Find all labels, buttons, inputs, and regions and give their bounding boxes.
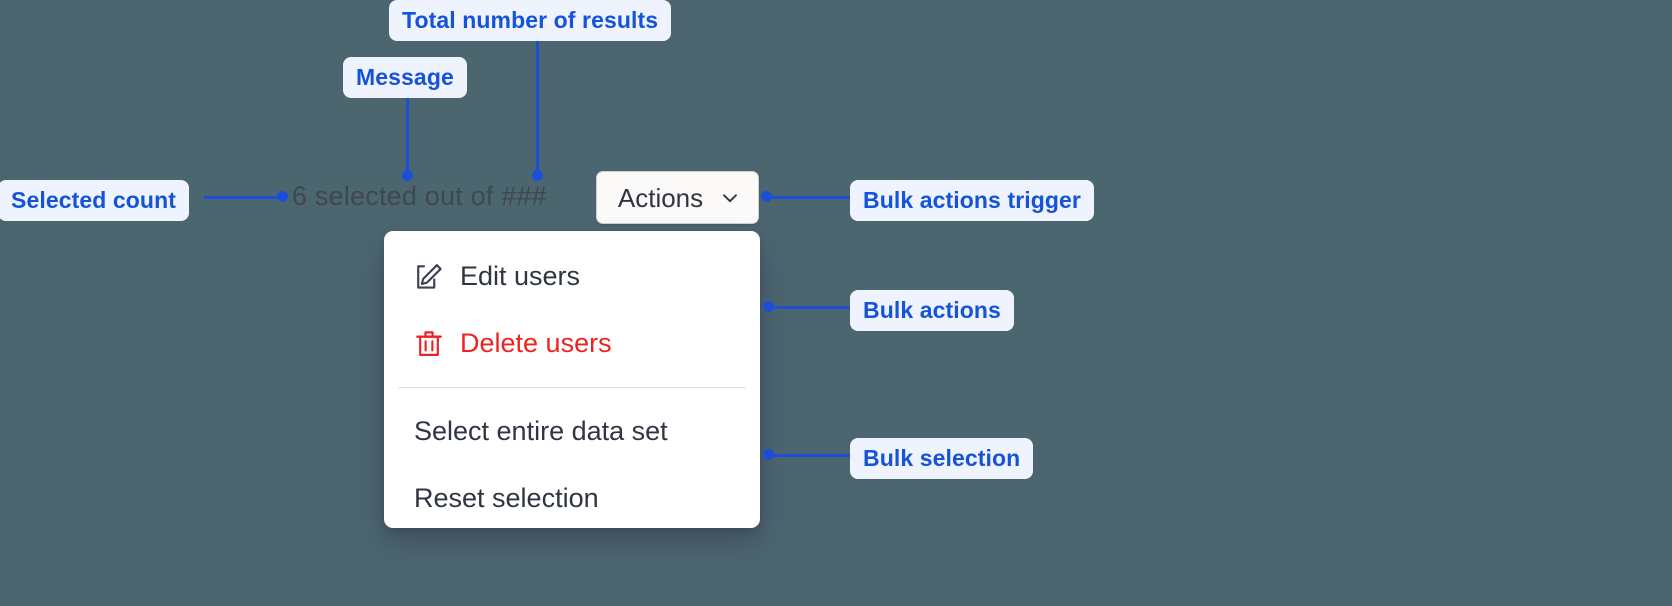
connector-dot-bulk-selection [763,449,774,460]
annotation-label-bulk-actions: Bulk actions [850,290,1014,332]
connector-total-results [536,38,539,176]
connector-dot-total-results [532,170,543,181]
bulk-actions-group: Edit users Delete users [384,231,760,377]
bulk-actions-trigger-label: Actions [617,182,704,213]
annotation-label-total-results: Total number of results [389,0,672,42]
connector-dot-selected-count [277,191,288,202]
edit-icon [414,262,444,292]
connector-dot-message [402,170,413,181]
annotation-label-selected-count: Selected count [0,180,189,222]
menu-item-select-entire-data-set[interactable]: Select entire data set [384,398,760,465]
connector-dot-bulk-actions-trigger [761,191,772,202]
annotation-label-bulk-actions-trigger: Bulk actions trigger [850,180,1094,222]
selected-count-message: 6 selected out of ### [292,181,547,211]
connector-bulk-actions-trigger [765,196,855,199]
trash-icon [414,329,444,359]
menu-divider [398,387,746,388]
chevron-down-icon [719,187,741,209]
menu-item-edit-users-label: Edit users [460,261,581,291]
menu-item-select-entire-data-set-label: Select entire data set [414,416,668,446]
annotation-label-message: Message [343,57,467,99]
bulk-actions-menu: Edit users Delete users Select entire da… [384,231,760,528]
connector-dot-bulk-actions [763,301,774,312]
menu-item-delete-users-label: Delete users [460,328,612,358]
connector-bulk-actions [768,306,854,309]
menu-item-delete-users[interactable]: Delete users [384,310,760,377]
connector-selected-count [204,196,286,199]
connector-message [406,90,409,176]
bulk-selection-group: Select entire data set Reset selection [384,398,760,528]
menu-item-reset-selection-label: Reset selection [414,483,599,513]
annotation-label-bulk-selection: Bulk selection [850,438,1034,480]
connector-bulk-selection [768,454,854,457]
menu-item-reset-selection[interactable]: Reset selection [384,465,760,528]
bulk-actions-trigger-button[interactable]: Actions [596,171,759,224]
menu-item-edit-users[interactable]: Edit users [384,243,760,310]
